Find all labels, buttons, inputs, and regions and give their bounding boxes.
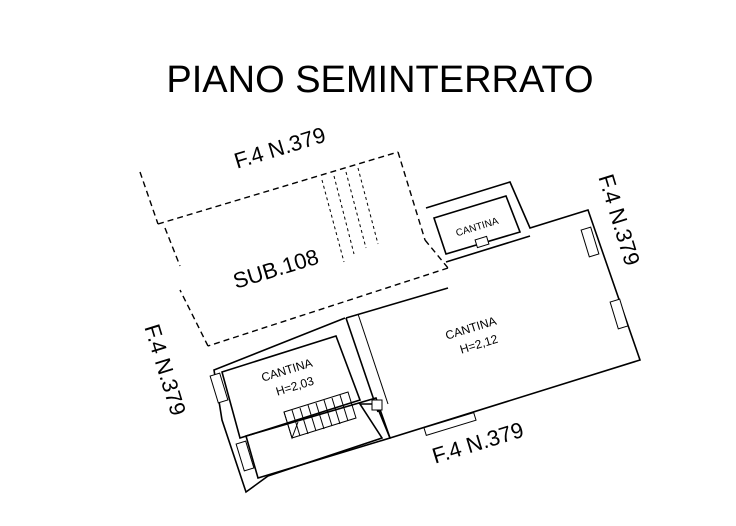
plan-title: PIANO SEMINTERRATO	[166, 59, 593, 101]
staircase	[283, 391, 357, 440]
sub-108-outline	[139, 151, 449, 347]
window-marker	[423, 411, 477, 437]
openings	[209, 226, 629, 472]
boundary-label-top: F.4 N.379	[231, 122, 328, 173]
room-label-cantina-small: CANTINA	[455, 216, 501, 239]
door-marker	[371, 399, 383, 411]
boundary-label-left: F.4 N.379	[139, 321, 190, 418]
boundary-label-right: F.4 N.379	[593, 171, 644, 268]
window-marker	[580, 226, 600, 258]
door-marker	[474, 235, 490, 249]
room-label-sub108: SUB.108	[230, 244, 322, 294]
window-marker	[209, 372, 229, 404]
window-marker	[235, 440, 255, 472]
building-walls	[213, 181, 642, 494]
window-marker	[609, 298, 629, 330]
